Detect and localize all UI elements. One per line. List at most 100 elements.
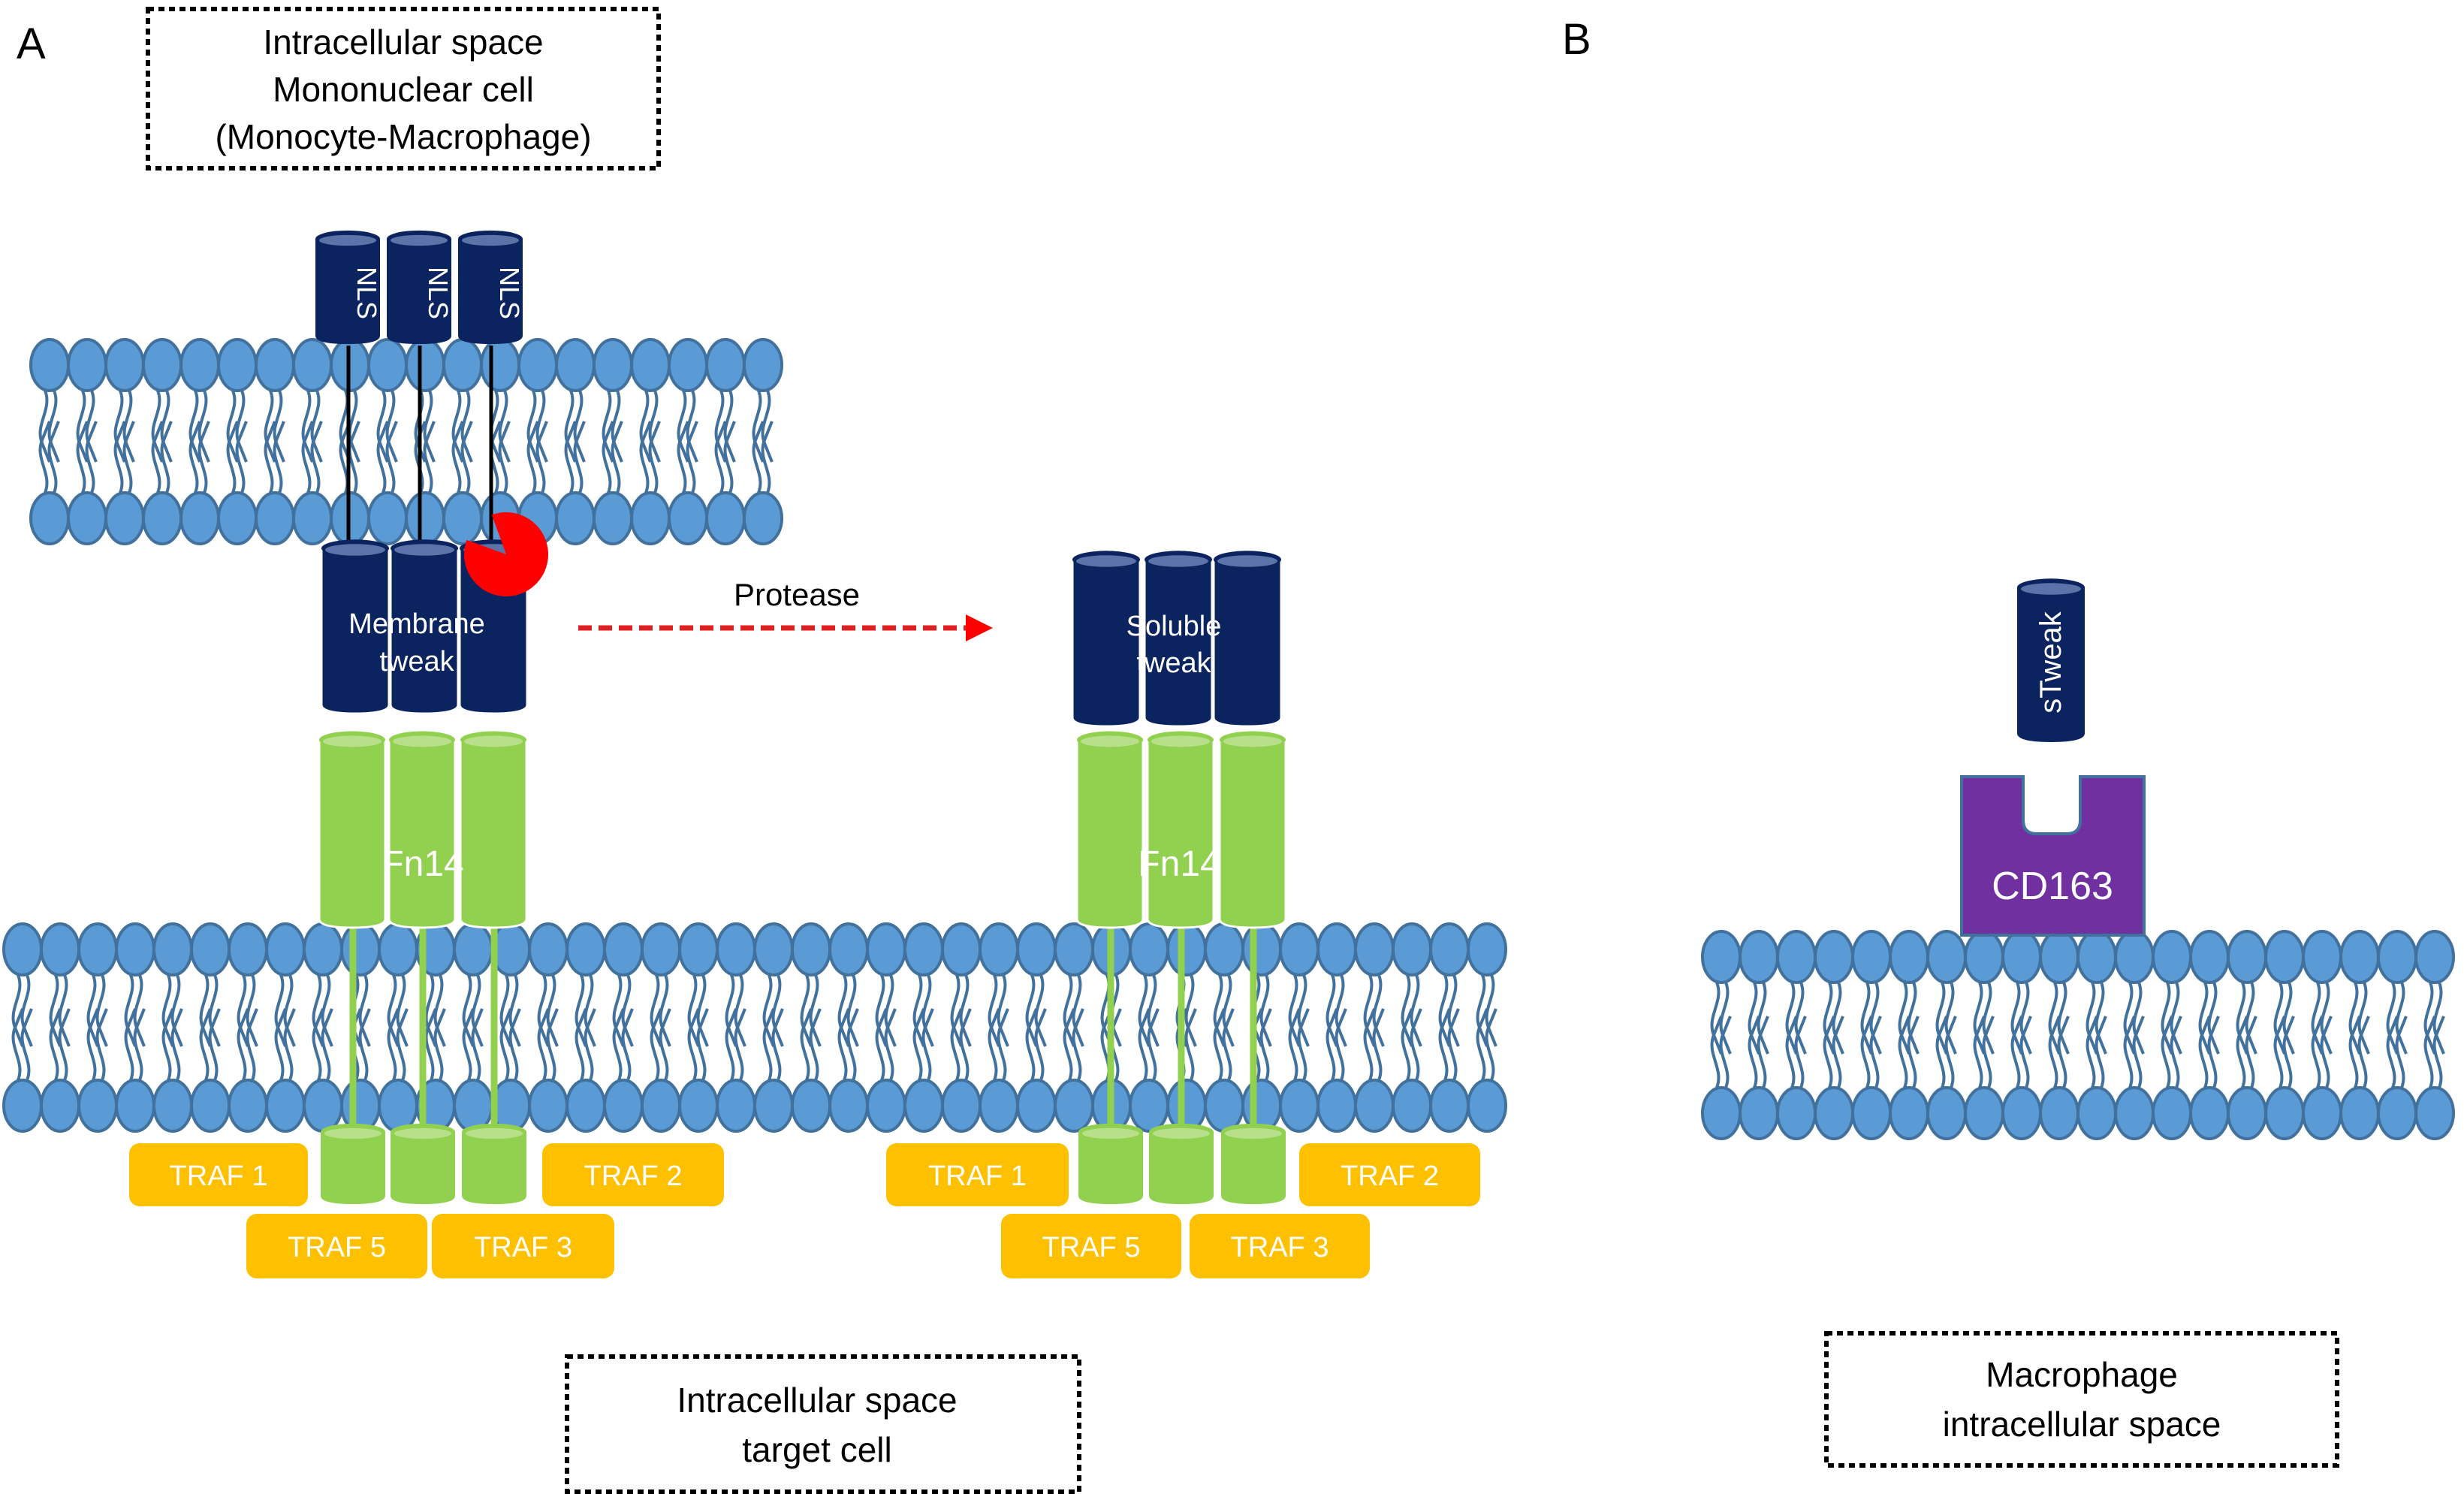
- lipid-head: [303, 922, 343, 976]
- lipid-head: [1054, 1079, 1094, 1133]
- target-cell-label-box: Intracellular space target cell: [565, 1354, 1081, 1494]
- target-cell-membrane: [2, 922, 1507, 1133]
- traf3-left: TRAF 3: [432, 1214, 614, 1278]
- fn14-extracellular-cylinder: [1075, 731, 1145, 929]
- lipid-head: [1776, 1086, 1817, 1140]
- lipid-head: [367, 491, 408, 545]
- lipid-head: [2264, 930, 2305, 984]
- lipid-head: [1279, 1079, 1319, 1133]
- lipid-head: [255, 338, 295, 392]
- macrophage-membrane: [1701, 930, 2455, 1140]
- lipid-head: [1701, 1086, 1742, 1140]
- fn14-extracellular-cylinder: [459, 731, 528, 929]
- lipid-head: [2039, 1086, 2079, 1140]
- lipid-head: [678, 922, 719, 976]
- lipid-head: [67, 491, 107, 545]
- lipid-head: [828, 922, 869, 976]
- traf1-left: TRAF 1: [129, 1143, 308, 1206]
- lipid-head: [668, 491, 708, 545]
- lipid-head: [303, 1079, 343, 1133]
- lipid-head: [1814, 930, 1854, 984]
- lipid-head: [2076, 930, 2117, 984]
- lipid-head: [265, 1079, 306, 1133]
- lipid-head: [753, 922, 794, 976]
- lipid-head: [1054, 922, 1094, 976]
- lipid-head: [630, 491, 671, 545]
- membrane-tweak-label-line-2: tweak: [379, 646, 454, 678]
- lipid-head: [1964, 930, 2004, 984]
- lipid-head: [1739, 930, 1779, 984]
- lipid-head: [555, 491, 596, 545]
- traf2-left: TRAF 2: [542, 1143, 724, 1206]
- lipid-head: [1354, 922, 1395, 976]
- lipid-head: [77, 922, 118, 976]
- fn14-extracellular-cylinder: [1146, 731, 1215, 929]
- traf-label: TRAF 1: [170, 1160, 268, 1192]
- lipid-head: [104, 338, 145, 392]
- macrophage-box-line-2: intracellular space: [1943, 1405, 2221, 1444]
- soluble-tweak-cylinder: [1212, 551, 1283, 728]
- membrane-tweak-label-line-1: Membrane: [348, 608, 485, 640]
- lipid-head: [1354, 1079, 1395, 1133]
- fn14-left-label: Fn14: [382, 844, 463, 884]
- fn14-intracellular-cylinder: [391, 1123, 455, 1204]
- lipid-head: [1016, 1079, 1057, 1133]
- lipid-head: [1776, 930, 1817, 984]
- lipid-head: [1964, 1086, 2004, 1140]
- lipid-head: [405, 491, 445, 545]
- lipid-head: [1851, 1086, 1892, 1140]
- lipid-head: [716, 922, 756, 976]
- lipid-heads: [2, 922, 1507, 1133]
- lipid-tails: [11, 974, 1497, 1081]
- lipid-head: [265, 922, 306, 976]
- lipid-tails: [1710, 982, 2445, 1088]
- lipid-head: [367, 338, 408, 392]
- traf2-right: TRAF 2: [1299, 1143, 1480, 1206]
- lipid-head: [1392, 922, 1432, 976]
- lipid-head: [979, 1079, 1019, 1133]
- protease-icon: [464, 512, 548, 597]
- lipid-head: [1016, 922, 1057, 976]
- traf-label: TRAF 2: [584, 1160, 683, 1192]
- lipid-head: [1129, 922, 1169, 976]
- lipid-head: [1429, 922, 1470, 976]
- lipid-head: [2039, 930, 2079, 984]
- lipid-head: [228, 922, 268, 976]
- fn14-intracellular-cylinder: [1149, 1123, 1214, 1204]
- lipid-head: [115, 922, 155, 976]
- lipid-head: [255, 491, 295, 545]
- lipid-head: [641, 1079, 681, 1133]
- lipid-head: [603, 922, 644, 976]
- nls-label: NLS: [351, 267, 382, 319]
- top-box-line-2: Mononuclear cell: [273, 70, 534, 109]
- lipid-head: [77, 1079, 118, 1133]
- lipid-head: [217, 491, 258, 545]
- lipid-head: [1316, 922, 1357, 976]
- lipid-head: [340, 1079, 381, 1133]
- lipid-head: [1392, 1079, 1432, 1133]
- lipid-head: [292, 338, 333, 392]
- lipid-head: [2377, 1086, 2417, 1140]
- lipid-head: [866, 922, 906, 976]
- lipid-head: [217, 338, 258, 392]
- lipid-head: [1429, 1079, 1470, 1133]
- lipid-head: [791, 1079, 831, 1133]
- lipid-head: [1889, 930, 1929, 984]
- fn14-receptor-left: [318, 731, 528, 1204]
- stweak-cylinder: [2017, 578, 2085, 742]
- macrophage-box-line-1: Macrophage: [1986, 1355, 2178, 1394]
- nls-cylinder: [315, 230, 380, 344]
- lipid-head: [1241, 922, 1282, 976]
- traf-label: TRAF 5: [1042, 1232, 1141, 1263]
- lipid-head: [2114, 930, 2155, 984]
- traf5-right: TRAF 5: [1001, 1214, 1181, 1278]
- lipid-head: [866, 1079, 906, 1133]
- lipid-head: [2302, 930, 2342, 984]
- lipid-head: [678, 1079, 719, 1133]
- fn14-extracellular-cylinder: [318, 731, 387, 929]
- nls-label: NLS: [423, 267, 454, 319]
- membrane-tweak-cylinder: [320, 539, 391, 715]
- traf-label: TRAF 5: [288, 1232, 386, 1263]
- lipid-head: [2001, 1086, 2042, 1140]
